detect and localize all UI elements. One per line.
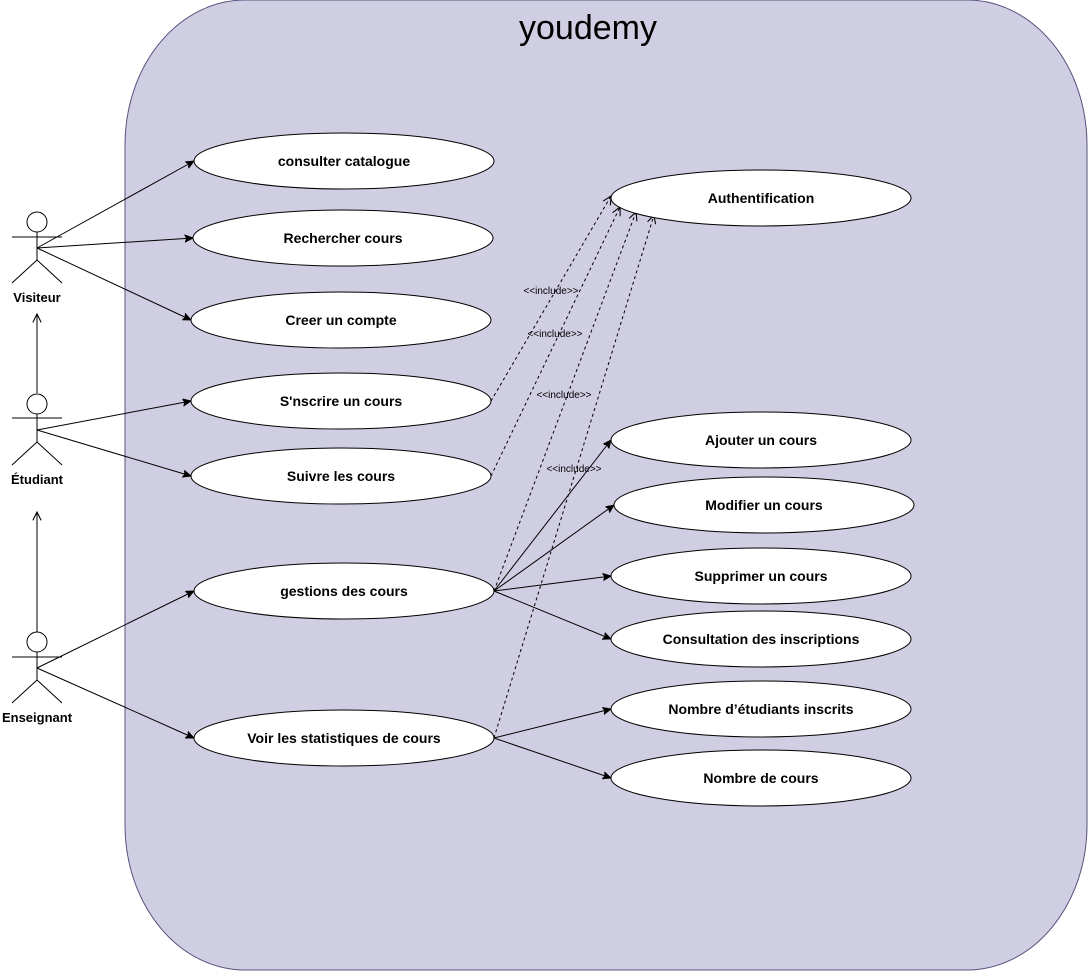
actor-enseignant-label: Enseignant xyxy=(2,710,73,725)
usecase-suivre-cours[interactable]: Suivre les cours xyxy=(190,447,492,505)
usecase-supprimer-cours-label: Supprimer un cours xyxy=(694,568,827,584)
usecase-creer-compte[interactable]: Creer un compte xyxy=(190,291,492,349)
assoc-gestion-modifier xyxy=(493,505,614,592)
usecase-consulter-catalogue[interactable]: consulter catalogue xyxy=(193,132,495,190)
usecase-nombre-etudiants-label: Nombre d’étudiants inscrits xyxy=(668,701,853,717)
usecase-voir-statistiques-label: Voir les statistiques de cours xyxy=(247,730,441,746)
usecase-consultation-inscriptions-label: Consultation des inscriptions xyxy=(663,631,860,647)
usecase-modifier-cours-label: Modifier un cours xyxy=(705,497,823,513)
actor-visiteur-label: Visiteur xyxy=(13,290,60,305)
usecase-supprimer-cours[interactable]: Supprimer un cours xyxy=(610,547,912,605)
usecase-inscrire-cours-label: S'nscrire un cours xyxy=(280,393,403,409)
actor-etudiant-label: Étudiant xyxy=(11,472,64,487)
usecase-ajouter-cours[interactable]: Ajouter un cours xyxy=(610,411,912,469)
usecase-voir-statistiques[interactable]: Voir les statistiques de cours xyxy=(193,709,495,767)
usecase-gestion-cours[interactable]: gestions des cours xyxy=(193,562,495,620)
assoc-etudiant-suivre xyxy=(36,429,191,476)
usecase-suivre-cours-label: Suivre les cours xyxy=(287,468,395,484)
usecase-authentification[interactable]: Authentification xyxy=(610,169,912,227)
assoc-gestion-supprimer xyxy=(493,576,611,592)
assoc-enseignant-statistiques xyxy=(36,667,194,739)
usecase-creer-compte-label: Creer un compte xyxy=(285,312,396,328)
usecase-ajouter-cours-label: Ajouter un cours xyxy=(705,432,817,448)
include-label-1: <<include>> xyxy=(523,286,578,297)
usecase-consultation-inscriptions[interactable]: Consultation des inscriptions xyxy=(610,610,912,668)
assoc-etudiant-inscrire xyxy=(36,401,191,431)
usecase-modifier-cours[interactable]: Modifier un cours xyxy=(613,476,915,534)
system-title: youdemy xyxy=(519,9,657,47)
actor-enseignant[interactable] xyxy=(11,631,63,704)
assoc-visiteur-consulter xyxy=(36,161,194,249)
usecase-nombre-cours-label: Nombre de cours xyxy=(703,770,818,786)
include-statistiques-auth xyxy=(493,215,654,739)
usecase-nombre-cours[interactable]: Nombre de cours xyxy=(610,749,912,807)
usecase-gestion-cours-label: gestions des cours xyxy=(280,583,408,599)
assoc-statistiques-nombre-cours xyxy=(493,737,611,778)
include-label-2: <<include>> xyxy=(527,329,582,340)
usecase-nombre-etudiants[interactable]: Nombre d’étudiants inscrits xyxy=(610,680,912,738)
assoc-statistiques-nombre-etudiants xyxy=(493,709,611,739)
actor-visiteur[interactable] xyxy=(11,211,63,284)
include-gestion-auth xyxy=(493,212,636,592)
include-label-4: <<include>> xyxy=(546,464,601,475)
actor-etudiant[interactable] xyxy=(11,393,63,466)
include-suivre-auth xyxy=(490,207,620,477)
include-label-3: <<include>> xyxy=(536,390,591,401)
usecase-inscrire-cours[interactable]: S'nscrire un cours xyxy=(190,372,492,430)
assoc-gestion-consultation xyxy=(493,590,611,639)
assoc-visiteur-creer xyxy=(36,247,191,320)
usecase-rechercher-cours-label: Rechercher cours xyxy=(283,230,402,246)
usecase-rechercher-cours[interactable]: Rechercher cours xyxy=(192,209,494,267)
assoc-enseignant-gestion xyxy=(36,591,194,669)
assoc-gestion-ajouter xyxy=(493,440,611,592)
usecase-consulter-catalogue-label: consulter catalogue xyxy=(278,153,410,169)
usecase-authentification-label: Authentification xyxy=(708,190,815,206)
assoc-visiteur-rechercher xyxy=(36,238,193,249)
